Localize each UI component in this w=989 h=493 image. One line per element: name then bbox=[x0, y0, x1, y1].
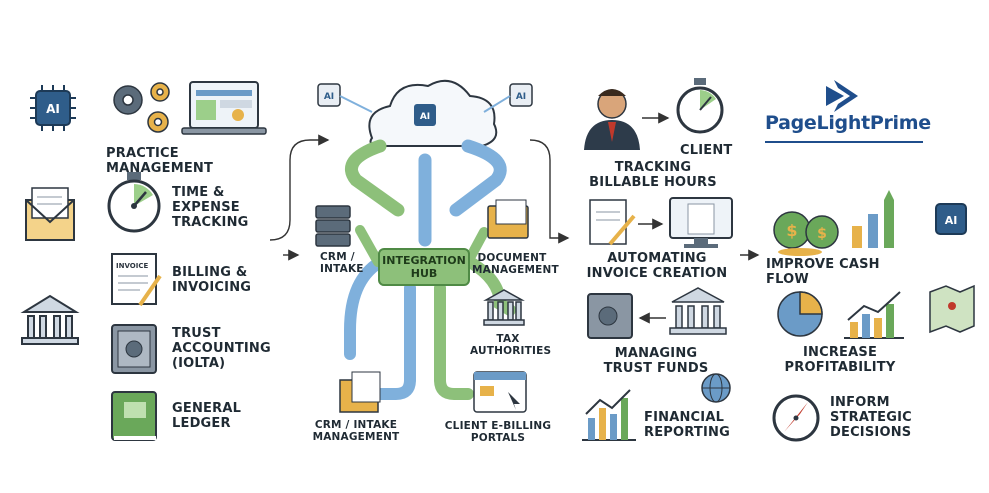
invoice-pen-icon bbox=[589, 199, 636, 246]
label-client-ebilling-portals: CLIENT E-BILLING PORTALS bbox=[444, 420, 552, 444]
label-managing-trust-funds: MANAGING TRUST FUNDS bbox=[603, 346, 709, 376]
svg-text:AI: AI bbox=[46, 102, 60, 116]
left-flow-arrows bbox=[269, 134, 330, 261]
label-document-management: DOCUMENT MANAGEMENT bbox=[472, 252, 559, 276]
svg-text:$: $ bbox=[786, 221, 797, 240]
label-trust-accounting: TRUST ACCOUNTING (IOLTA) bbox=[172, 326, 271, 371]
server-icon bbox=[315, 205, 351, 247]
safe-icon bbox=[111, 324, 157, 374]
svg-text:AI: AI bbox=[516, 92, 526, 102]
label-practice-management: PRACTICE MANAGEMENT bbox=[106, 146, 214, 176]
label-tracking-billable-hours: TRACKING BILLABLE HOURS bbox=[589, 160, 717, 190]
invoice-document-icon: INVOICE bbox=[111, 253, 162, 307]
label-financial-reporting: FINANCIAL REPORTING bbox=[644, 410, 730, 440]
brand-underline bbox=[765, 141, 923, 143]
brand-chevron-logo bbox=[826, 80, 858, 112]
cloud-links bbox=[339, 95, 511, 113]
computer-monitor-icon bbox=[669, 197, 733, 248]
ai-chip-icon: AI bbox=[30, 85, 76, 131]
label-client: CLIENT bbox=[680, 143, 733, 158]
label-automating-invoice-creation: AUTOMATING INVOICE CREATION bbox=[586, 251, 728, 281]
cloud-icon: AI bbox=[368, 79, 498, 147]
pie-chart-icon bbox=[777, 291, 823, 337]
map-icon bbox=[929, 284, 975, 334]
bank-small-icon bbox=[669, 287, 727, 335]
profit-bar-chart-icon bbox=[844, 291, 904, 339]
label-time-expense: TIME & EXPENSE TRACKING bbox=[172, 185, 249, 230]
svg-text:AI: AI bbox=[945, 214, 958, 227]
bank-building-icon bbox=[20, 294, 80, 345]
vault-safe-icon bbox=[587, 293, 633, 339]
ai-chip-small-left-icon: AI bbox=[317, 83, 341, 107]
label-crm-intake-top: CRM / INTAKE bbox=[320, 251, 364, 275]
envelope-icon bbox=[25, 187, 75, 241]
brand-name: PageLightPrime bbox=[765, 112, 931, 134]
growth-arrows-icon bbox=[852, 190, 894, 248]
stopwatch-small-icon bbox=[676, 78, 724, 134]
label-tax-authorities: TAX AUTHORITIES bbox=[470, 333, 552, 357]
svg-text:AI: AI bbox=[324, 92, 334, 102]
label-increase-profitability: INCREASE PROFITABILITY bbox=[784, 345, 896, 375]
documents-folder-icon bbox=[339, 371, 381, 413]
svg-text:AI: AI bbox=[420, 112, 430, 122]
label-improve-cash-flow: IMPROVE CASH FLOW bbox=[766, 257, 880, 287]
label-billing-invoicing: BILLING & INVOICING bbox=[172, 265, 252, 295]
government-building-icon bbox=[483, 289, 525, 326]
integration-pipes bbox=[344, 139, 516, 400]
label-crm-intake-management: CRM / INTAKE MANAGEMENT bbox=[312, 419, 400, 443]
folder-icon bbox=[487, 199, 529, 239]
businessman-icon bbox=[584, 89, 640, 150]
ai-chip-small-right-icon: AI bbox=[509, 83, 533, 107]
laptop-dashboard-icon bbox=[181, 81, 267, 135]
bar-chart-icon bbox=[582, 389, 636, 441]
process-arrows bbox=[638, 112, 760, 324]
compass-icon bbox=[772, 394, 820, 442]
svg-text:$: $ bbox=[817, 226, 827, 242]
center-right-connectors bbox=[529, 139, 570, 244]
label-general-ledger: GENERAL LEDGER bbox=[172, 401, 242, 431]
money-bags-icon: $ $ bbox=[773, 211, 839, 256]
label-inform-strategic-decisions: INFORM STRATEGIC DECISIONS bbox=[830, 395, 912, 440]
ledger-book-icon bbox=[111, 391, 157, 441]
svg-text:INVOICE: INVOICE bbox=[116, 262, 148, 270]
integration-hub-box: INTEGRATION HUB bbox=[378, 248, 470, 286]
browser-portal-icon bbox=[473, 371, 527, 413]
ai-chip-right-icon: AI bbox=[935, 203, 967, 235]
stopwatch-icon bbox=[107, 172, 161, 233]
gears-icon bbox=[113, 82, 170, 133]
globe-icon bbox=[701, 373, 731, 403]
